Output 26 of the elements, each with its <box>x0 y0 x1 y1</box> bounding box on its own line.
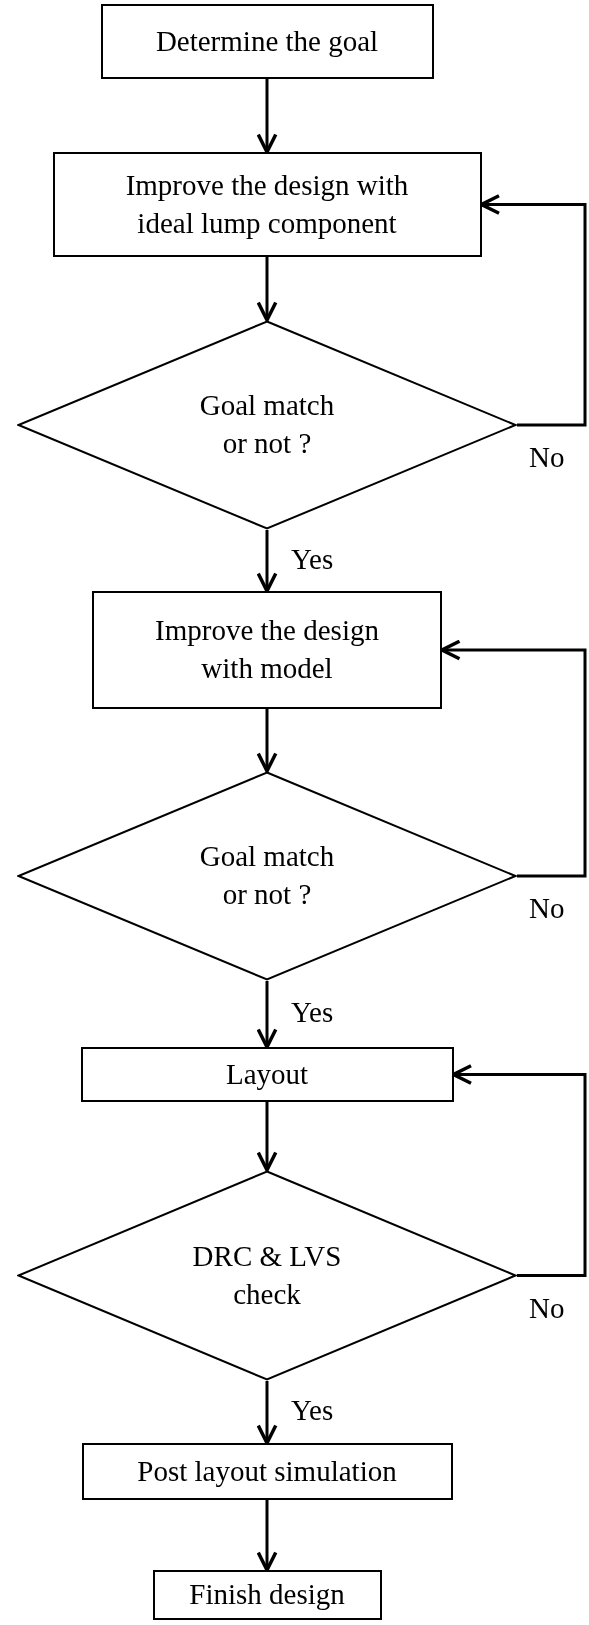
arrow <box>256 530 278 593</box>
decision-diamond <box>17 320 517 530</box>
process-text: Post layout simulation <box>137 1453 397 1489</box>
process-box <box>81 1443 453 1500</box>
decision-diamond <box>17 771 517 981</box>
arrow <box>256 981 278 1049</box>
decision-text: Goal match or not ? <box>198 839 336 912</box>
arrow <box>256 1381 278 1445</box>
arrow <box>256 79 278 154</box>
process-box <box>152 1570 382 1620</box>
arrow <box>256 709 278 773</box>
decision-text: DRC & LVS check <box>191 1238 343 1312</box>
process-text: Improve the design with ideal lump component <box>124 167 410 241</box>
process-text: Improve the design with model <box>154 613 380 686</box>
process-text: Determine the goal <box>155 23 379 59</box>
decision-text: Goal match or not ? <box>198 388 336 461</box>
process-box <box>100 4 434 79</box>
process-box <box>80 1047 454 1102</box>
arrow <box>256 1102 278 1172</box>
process-box <box>52 152 482 257</box>
arrow <box>256 1500 278 1572</box>
arrow <box>256 257 278 322</box>
process-text: Finish design <box>189 1577 345 1613</box>
process-text: Layout <box>225 1056 309 1092</box>
decision-diamond <box>17 1170 517 1381</box>
process-box <box>92 591 442 709</box>
